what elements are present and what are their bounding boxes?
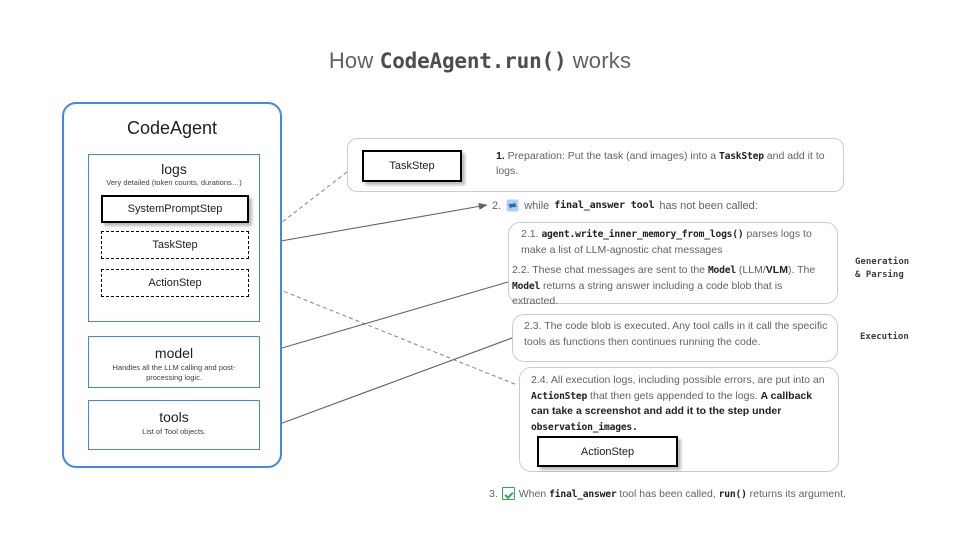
step1-taskstep-label: TaskStep: [389, 160, 435, 172]
step24-actionstep-box[interactable]: ActionStep: [537, 436, 678, 467]
logs-item-label: TaskStep: [152, 239, 198, 251]
step3-text-a: When: [518, 487, 550, 500]
tools-box: tools List of Tool objects.: [88, 400, 260, 450]
step-2-header: 2. while final_answer tool has not been …: [492, 199, 758, 212]
model-description: Handles all the LLM calling and post-pro…: [112, 363, 236, 383]
logs-item-actionstep[interactable]: ActionStep: [101, 269, 249, 297]
step22-code-b: Model: [512, 280, 541, 292]
code-agent-title: CodeAgent: [126, 118, 218, 138]
label-execution: Execution: [860, 332, 909, 342]
step21-text-a: parses logs to make a list of LLM-agnost…: [521, 228, 812, 256]
step-1-card: TaskStep 1. Preparation: Put the task (a…: [347, 138, 844, 192]
title-suffix: works: [566, 48, 632, 73]
title-code: CodeAgent.run(): [379, 49, 567, 73]
step3-text-c: returns its argument.: [746, 487, 846, 500]
step24-text-b: that then gets appended to the logs.: [587, 389, 761, 402]
step-2-4-text: 2.4. All execution logs, including possi…: [531, 373, 831, 435]
step22-number: 2.2.: [512, 264, 530, 276]
generation-parsing-bracket: [508, 222, 838, 304]
step24-bold-code: observation_images.: [531, 421, 638, 433]
check-icon: [501, 487, 515, 500]
loop-icon: [506, 199, 519, 212]
logs-item-systempromptstep[interactable]: SystemPromptStep: [101, 195, 249, 223]
step1-text-b: and add it to logs.: [496, 150, 825, 178]
step-1-text: 1. Preparation: Put the task (and images…: [496, 149, 830, 179]
step22-code-a: Model: [707, 265, 737, 276]
step22-text-b: (LLM/: [736, 264, 766, 276]
arrow-step23-to-tools: [257, 337, 513, 433]
step3-code-b: run(): [718, 488, 747, 500]
logs-item-label: SystemPromptStep: [127, 203, 223, 215]
step3-code-a: final_answer: [549, 488, 617, 500]
step24-text-a: All execution logs, including possible e…: [548, 374, 825, 386]
step2-code-a: final_answer tool: [554, 200, 655, 211]
step2-number: 2.: [492, 199, 502, 212]
step-2-2-text: 2.2. These chat messages are sent to the…: [512, 263, 830, 310]
step22-bold-a: VLM: [765, 264, 788, 276]
step22-text-a: These chat messages are sent to the: [529, 264, 708, 276]
logs-box: logs Very detailed (token counts, durati…: [88, 154, 260, 322]
logs-item-label: ActionStep: [148, 277, 202, 289]
code-agent-card: CodeAgent logs Very detailed (token coun…: [62, 102, 282, 468]
logs-subtitle: Very detailed (token counts, durations…): [106, 178, 242, 187]
step-2-3-text: 2.3. The code blob is executed. Any tool…: [524, 319, 830, 350]
step24-code-a: ActionStep: [531, 390, 588, 402]
step21-code-a: agent.write_inner_memory_from_logs(): [541, 229, 744, 240]
label-generation-parsing: Generation & Parsing: [855, 257, 910, 281]
step21-number: 2.1.: [521, 228, 539, 240]
step23-number: 2.3.: [524, 320, 542, 332]
step24-number: 2.4.: [531, 374, 549, 386]
step1-taskstep-box[interactable]: TaskStep: [362, 150, 462, 182]
step24-bold-a: A callback can take a screenshot and add…: [531, 389, 813, 418]
step2-text-b: has not been called:: [659, 199, 758, 212]
page-title: How CodeAgent.run() works: [0, 48, 960, 74]
step23-text-a: The code blob is executed. Any tool call…: [524, 320, 828, 348]
model-title: model: [154, 345, 194, 361]
step1-text-a: Preparation: Put the task (and images) i…: [504, 150, 719, 162]
logs-title: logs: [161, 161, 187, 177]
step1-code-a: TaskStep: [718, 151, 764, 162]
step-2-1-text: 2.1. agent.write_inner_memory_from_logs(…: [521, 227, 833, 258]
step2-text-a: while: [524, 199, 550, 212]
step22-text-c: ). The: [787, 264, 816, 276]
step22-text-d: returns a string answer including a code…: [512, 279, 783, 308]
step1-number: 1.: [496, 150, 505, 162]
arrow-logs-actionstep-to-step24: [257, 280, 518, 386]
step3-number: 3.: [489, 487, 498, 500]
title-prefix: How: [328, 48, 380, 73]
arrow-logs-taskstep-to-step2: [257, 202, 488, 246]
model-box: model Handles all the LLM calling and po…: [88, 336, 260, 388]
tools-description: List of Tool objects.: [142, 427, 206, 436]
execution-bracket: [512, 314, 838, 362]
arrow-step22-to-model: [257, 281, 509, 357]
tools-title: tools: [159, 409, 189, 425]
step24-actionstep-label: ActionStep: [580, 445, 635, 458]
logs-item-taskstep[interactable]: TaskStep: [101, 231, 249, 259]
step3-text-b: tool has been called,: [616, 487, 719, 500]
step-3-text: 3. When final_answer tool has been calle…: [489, 487, 846, 500]
